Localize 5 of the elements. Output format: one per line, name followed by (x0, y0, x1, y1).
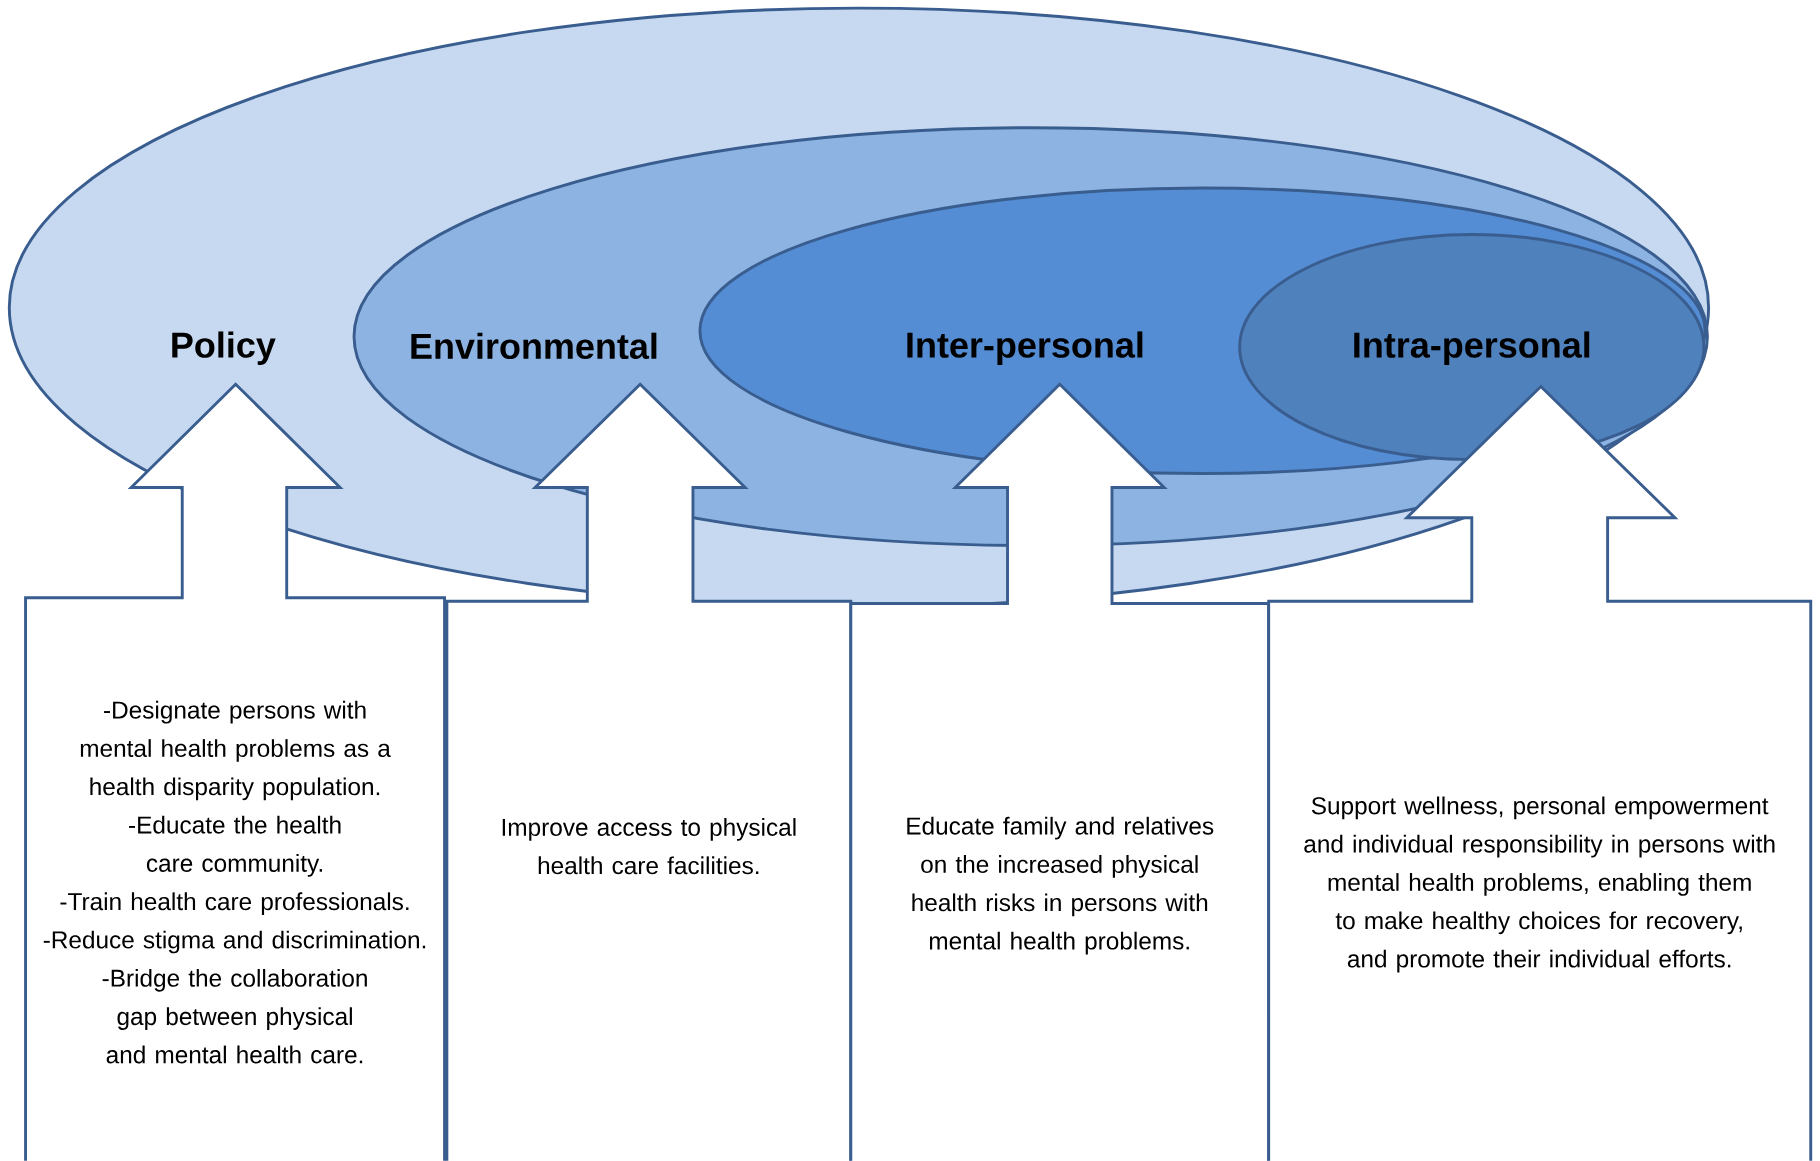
arrow-box: Support wellness, personal empowerment and individual responsibility in persons with mental health problems, enabling them to make healthy choices for recovery, and promote their individual efforts. (1267, 384, 1813, 1161)
ellipse-region: Intra-personal (1238, 233, 1706, 462)
arrow-box: Improve access to physical health care facilities. (445, 382, 853, 1161)
arrow-box: Educate family and relatives on the increased physical health risks in persons with mental health problems. (849, 382, 1271, 1161)
arrow-box: -Designate persons with mental health problems as a health disparity population. -Educate the health care community. -Train health care professionals. -Reduce stigma and discrimination. -Bridge the collaboration gap between physical and mental health care. (24, 382, 446, 1161)
